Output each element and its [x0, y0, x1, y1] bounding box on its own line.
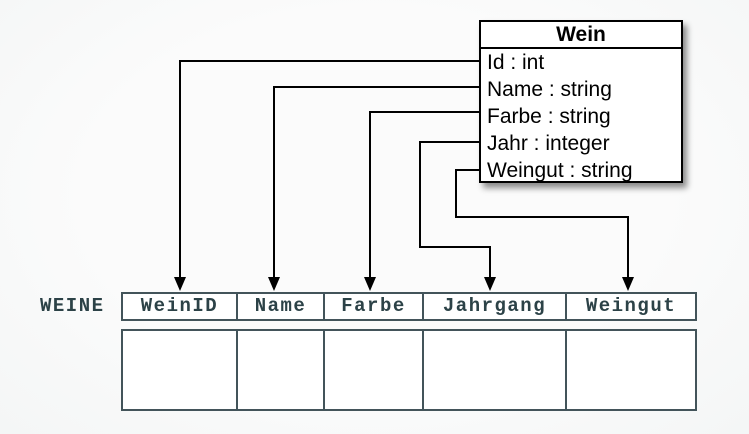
- column-header-name: Name: [236, 294, 323, 319]
- table-body-row: [121, 329, 697, 411]
- arrowhead-jahrgang: [484, 277, 496, 291]
- connector-id-to-weinid: [179, 60, 479, 277]
- class-attribute-id: Id : int: [487, 51, 545, 74]
- connector-jahr-to-jahrgang: [419, 141, 491, 277]
- column-header-weingut: Weingut: [565, 294, 695, 319]
- table-cell-name: [236, 331, 323, 409]
- connector-name-to-name: [273, 86, 479, 277]
- class-attribute-weingut: Weingut : string: [487, 159, 633, 182]
- table-cell-weinid: [123, 331, 236, 409]
- table-cell-jahrgang: [422, 331, 565, 409]
- table-cell-farbe: [323, 331, 422, 409]
- arrowhead-name: [268, 277, 280, 291]
- connector-farbe-to-farbe: [369, 111, 479, 277]
- column-header-weinid: WeinID: [140, 295, 219, 317]
- arrowhead-weinid: [174, 277, 186, 291]
- arrowhead-weingut: [622, 277, 634, 291]
- arrowhead-farbe: [364, 277, 376, 291]
- class-attribute-name: Name : string: [487, 78, 612, 101]
- class-attribute-farbe: Farbe : string: [487, 105, 611, 128]
- class-attribute-jahr: Jahr : integer: [487, 132, 610, 155]
- table-header-row: WeinID Name Farbe Jahrgang Weingut: [121, 292, 697, 321]
- table-cell-weingut: [565, 331, 695, 409]
- table-name-label: WEINE: [40, 295, 105, 317]
- connector-weingut-to-weingut: [455, 169, 629, 277]
- column-header-jahrgang: Jahrgang: [422, 294, 565, 319]
- class-title: Wein: [481, 22, 681, 49]
- uml-class-box-wein: Wein Id : int Name : string Farbe : stri…: [479, 20, 683, 183]
- column-header-farbe: Farbe: [323, 294, 422, 319]
- class-attribute-list: Id : int Name : string Farbe : string Ja…: [481, 49, 681, 184]
